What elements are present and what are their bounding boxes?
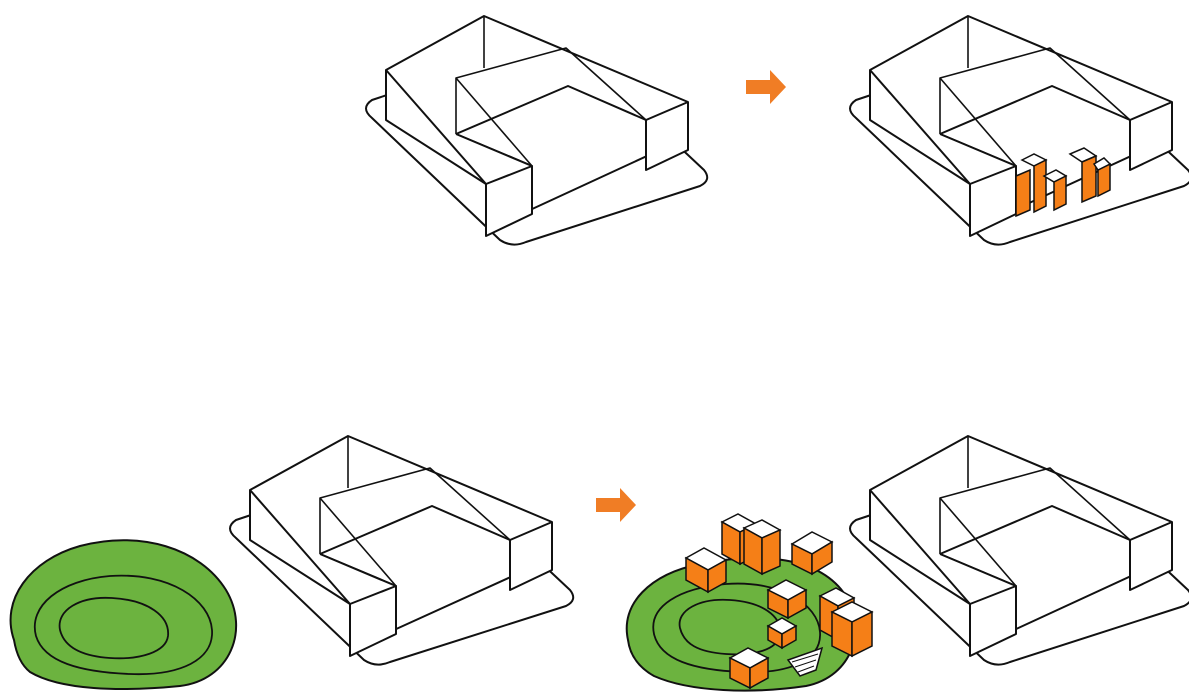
u-shaped-building [249,435,553,657]
volume [766,579,808,620]
volume [728,647,770,690]
base-plate [849,513,1189,666]
amphitheatre [786,646,824,677]
right-arrow-icon [746,70,786,104]
scattered-volumes [684,513,874,690]
panel-bottom-after [625,435,1189,692]
volume [830,601,874,658]
panel-bottom-before [9,435,575,691]
added-volumes [1015,147,1112,218]
panel-top-before [365,15,709,246]
u-shaped-building [869,435,1173,657]
volume [790,531,834,576]
base-plate [229,513,575,666]
u-shaped-building [385,15,689,237]
base-plate [849,93,1189,246]
right-arrow-icon [596,488,636,522]
volume [766,617,798,650]
volume [742,519,782,576]
base-plate [365,93,709,246]
panel-top-after [849,15,1189,246]
volume [684,547,728,594]
landscape-blob [9,539,238,691]
